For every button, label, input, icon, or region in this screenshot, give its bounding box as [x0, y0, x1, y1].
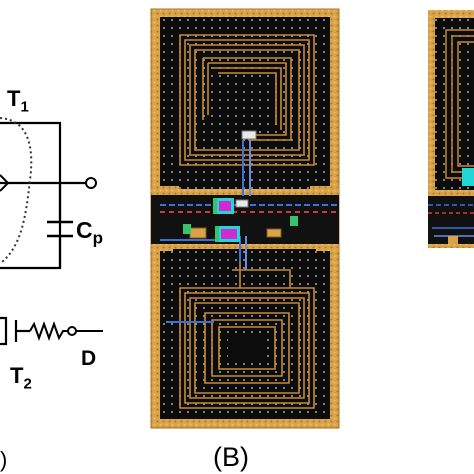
layout-panel-b [150, 8, 340, 429]
spiral-inductor-top [179, 34, 315, 166]
label-t2-main: T [10, 363, 24, 388]
contact-pad-1 [235, 199, 249, 208]
substrate-bottom [160, 249, 330, 419]
arrow-tip [0, 174, 10, 192]
capacitor-symbol [47, 220, 73, 238]
contact-pad-3 [266, 228, 282, 238]
label-cp-sub: p [92, 228, 104, 248]
right-stub [310, 186, 339, 194]
device-c [462, 168, 474, 186]
label-cp: Cp [76, 219, 103, 247]
label-t1: T1 [7, 86, 29, 116]
contact-pad-5 [290, 216, 298, 226]
layout-panel-c [428, 10, 474, 248]
schematic-panel [0, 117, 103, 346]
label-t2-sub: 2 [23, 375, 32, 393]
top-inductor-terminal [241, 130, 257, 140]
pad-c [448, 236, 458, 244]
right-stub-low [316, 245, 339, 251]
schematic-wires [0, 121, 86, 270]
bottom-inner-core [228, 336, 266, 360]
substrate-c [435, 18, 474, 190]
contact-pad-4 [183, 224, 191, 234]
output-terminal-icon [85, 177, 97, 189]
left-stub-low [151, 245, 173, 251]
coupling-arc [0, 117, 33, 263]
transistor-cell-2 [215, 226, 240, 242]
label-t1-main: T [7, 86, 21, 111]
panel-label-b: (B) [213, 442, 249, 472]
left-stub [151, 186, 179, 194]
terminal-d-icon [67, 326, 77, 336]
contact-pad-2 [189, 227, 207, 239]
t2-element [0, 316, 30, 346]
resistor-icon [29, 321, 68, 341]
label-t2: T2 [10, 363, 32, 393]
spiral-inductor-bottom [179, 262, 315, 409]
interconnect-buses [160, 140, 340, 323]
panel-label-a: ) [0, 447, 8, 472]
label-cp-main: C [76, 217, 93, 243]
label-t1-sub: 1 [20, 98, 29, 116]
transistor-cell-1 [213, 198, 234, 214]
label-d: D [81, 347, 97, 370]
